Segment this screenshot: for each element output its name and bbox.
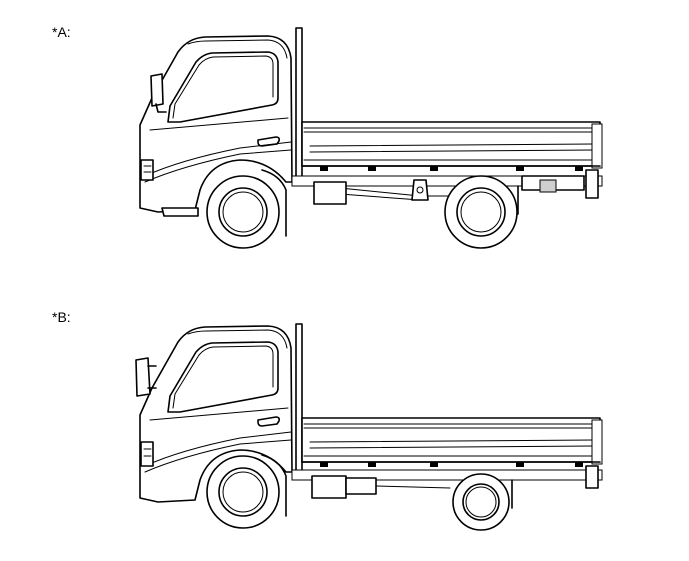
- front-wheel: [206, 455, 280, 529]
- chassis: [291, 462, 603, 499]
- cross-members: [320, 462, 583, 467]
- front-wheel: [206, 175, 280, 249]
- fuel-tank: [313, 181, 347, 205]
- headlamp: [140, 159, 154, 181]
- headlamp: [140, 441, 154, 467]
- headboard-post: [295, 27, 303, 185]
- cab-window: [167, 341, 279, 413]
- variant-b-label: *B:: [52, 309, 71, 325]
- rear-wheel: [444, 175, 518, 249]
- side-mirror: [135, 357, 151, 397]
- front-bumper: [161, 207, 199, 217]
- headboard-post: [295, 323, 303, 475]
- door-handle: [257, 416, 280, 427]
- fuel-tank: [311, 475, 347, 499]
- cargo-bed: [301, 417, 603, 465]
- truck-a-illustration: [139, 27, 603, 249]
- truck-b-illustration: [135, 323, 603, 531]
- cab-window: [167, 51, 279, 123]
- cross-members: [320, 166, 583, 171]
- cargo-bed: [301, 121, 603, 169]
- variant-a-label: *A:: [52, 24, 71, 40]
- side-mirror: [150, 73, 164, 107]
- rear-wheel: [452, 473, 510, 531]
